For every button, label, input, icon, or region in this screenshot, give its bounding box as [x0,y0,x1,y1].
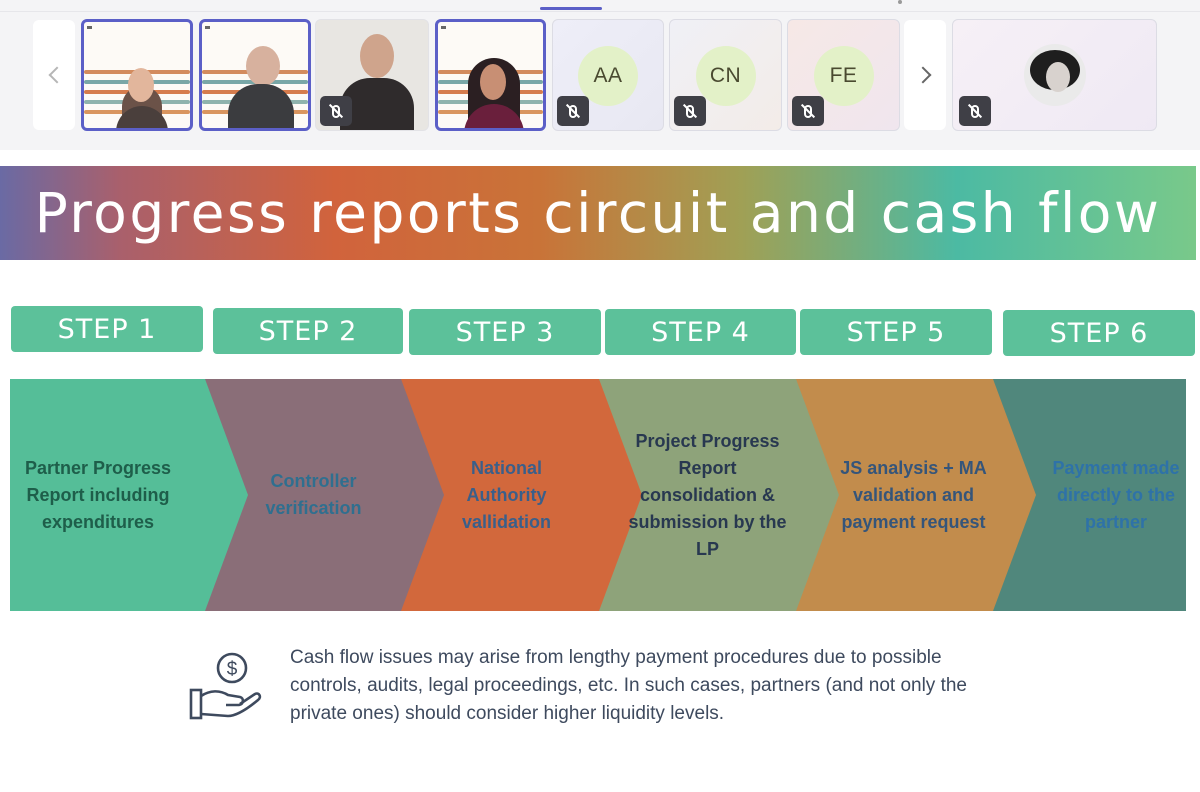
step-4-text: Project Progress Report consolidation & … [628,430,787,559]
chevron-left-icon [48,66,65,84]
step-3-pill: STEP 3 [409,309,601,355]
step-4-chevron [599,379,796,611]
step-1-text: Partner Progress Report including expend… [24,457,172,532]
participant-face [480,64,506,100]
participant-video-tile[interactable] [435,19,546,131]
top-divider [0,11,1200,12]
mic-off-icon [804,104,812,118]
hand-money-icon: $ [189,652,262,720]
step-5-pill: STEP 5 [800,309,992,355]
step-5-text: JS analysis + MA validation and payment … [840,457,987,532]
avatar [1023,44,1086,106]
step-5-chevron [796,379,993,611]
tile-corner-mark [441,26,446,29]
step-4-arrow [796,379,839,611]
participant-face [128,68,154,102]
participant-face [246,46,280,86]
step-4-pill: STEP 4 [605,309,796,355]
chevron-right-icon [914,66,931,84]
active-tab-indicator [540,7,602,10]
slide-title: Progress reports circuit and cash flow [34,181,1162,245]
step-3-text: National Authority vallidation [461,457,551,532]
photo-face [1045,62,1070,92]
step-6-chevron [993,379,1186,611]
slide-title-banner: Progress reports circuit and cash flow [0,166,1196,260]
step-1-pill: STEP 1 [11,306,203,352]
muted-badge [320,96,352,126]
muted-badge [792,96,824,126]
step-3-arrow [599,379,642,611]
tile-corner-mark [205,26,210,29]
participant-body [228,84,294,128]
avatar: CN [695,46,756,106]
participant-video-tile[interactable] [199,19,311,131]
participant-avatar-tile[interactable]: CN [669,19,782,131]
step-6-text: Payment made directly to the partner [1052,457,1180,532]
muted-badge [959,96,991,126]
mic-off-icon [686,104,694,118]
avatar: FE [813,46,874,106]
mic-off-icon [569,104,577,118]
mic-off-icon [971,104,979,118]
participant-body [116,106,168,128]
participant-photo-tile[interactable] [952,19,1157,131]
step-1-arrow [205,379,248,611]
avatar: AA [578,46,638,106]
cash-flow-note: Cash flow issues may arise from lengthy … [290,647,967,724]
step-6-pill: STEP 6 [1003,310,1195,356]
step-2-text: Controller verification [265,471,362,518]
participant-body [340,78,414,130]
process-chevrons [10,379,1186,611]
muted-badge [674,96,706,126]
overflow-dot [898,0,902,4]
tile-corner-mark [87,26,92,29]
svg-text:$: $ [227,659,238,680]
mic-off-icon [332,104,340,118]
previous-participants-button[interactable] [33,20,75,130]
muted-badge [557,96,589,126]
step-5-arrow [993,379,1036,611]
step-2-chevron [205,379,401,611]
step-3-chevron [401,379,599,611]
step-2-pill: STEP 2 [213,308,403,354]
participant-video-tile[interactable] [81,19,193,131]
process-chevron-row: Partner Progress Report including expend… [10,379,1186,611]
step-2-arrow [401,379,444,611]
participant-face [360,34,394,78]
participant-strip: AA CN FE [0,0,1200,150]
next-participants-button[interactable] [904,20,946,130]
step-1-chevron [10,379,205,611]
participant-avatar-tile[interactable]: FE [787,19,900,131]
participant-video-tile[interactable] [315,19,429,131]
participant-avatar-tile[interactable]: AA [552,19,664,131]
